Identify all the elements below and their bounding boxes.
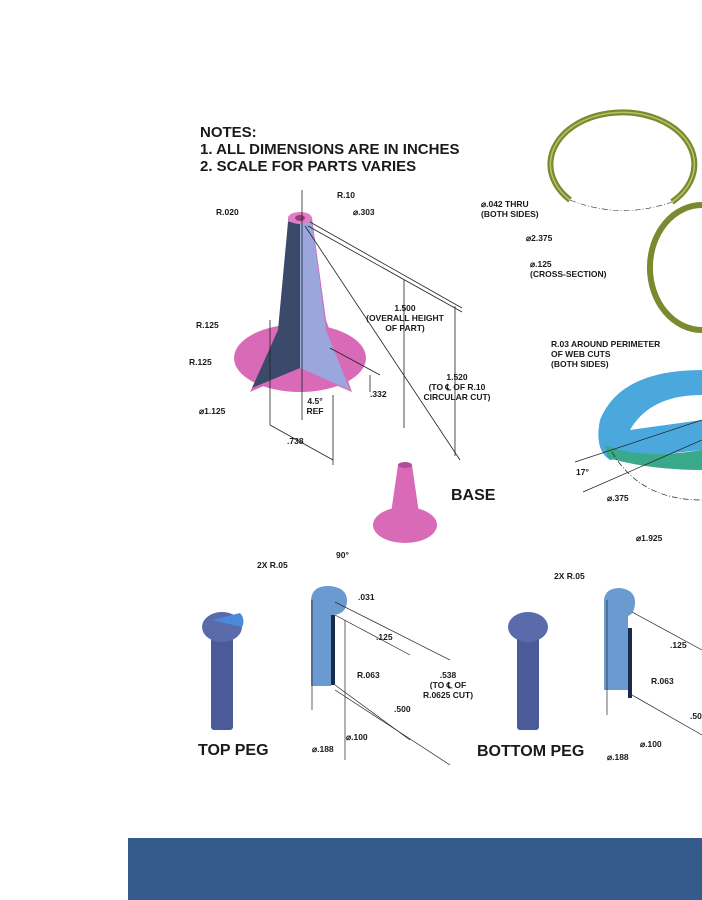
dim-angle: 4.5° REF (303, 396, 327, 416)
dim-2x-r05: 2X R.05 (554, 571, 585, 581)
dim-d100: ⌀.100 (640, 739, 662, 749)
dim-note: (BOTH SIDES) (551, 359, 609, 369)
dim-d100: ⌀.100 (346, 732, 368, 742)
base-label: BASE (451, 487, 496, 504)
dim-538: .538 (TO ℄ OF R.0625 CUT) (418, 670, 478, 700)
dim-note: (TO ℄ OF R.10 (428, 382, 486, 392)
dim-d2375: ⌀2.375 (526, 233, 553, 243)
bottom-peg-view (508, 588, 636, 730)
dim-d303: ⌀.303 (353, 207, 375, 217)
notes-title: NOTES: (200, 124, 257, 141)
dim-d125-cross: ⌀.125 (CROSS-SECTION) (530, 259, 607, 279)
top-peg-label: TOP PEG (198, 742, 269, 759)
peg-dimension-lines (311, 600, 702, 766)
wheel-view (574, 370, 702, 501)
dim-note: (BOTH SIDES) (481, 209, 539, 219)
dim-note: (OVERALL HEIGHT (366, 313, 444, 323)
dim-value: 1.500 (394, 303, 416, 313)
dim-r125b: R.125 (189, 357, 212, 367)
dim-d375: ⌀.375 (607, 493, 629, 503)
dim-500: .50 (690, 711, 702, 721)
dim-031: .031 (358, 592, 375, 602)
ring-view (547, 109, 702, 333)
dim-value: R.03 AROUND PERIMETER (551, 339, 661, 349)
dim-d188: ⌀.188 (312, 744, 334, 754)
dim-value: .538 (439, 670, 457, 680)
dim-r020: R.020 (216, 207, 239, 217)
dim-note: OF WEB CUTS (551, 349, 611, 359)
dim-note: CIRCULAR CUT) (423, 392, 491, 402)
dim-500: .500 (394, 704, 411, 714)
dim-r03: R.03 AROUND PERIMETER OF WEB CUTS (BOTH … (551, 339, 660, 369)
note-item: 1. ALL DIMENSIONS ARE IN INCHES (200, 141, 460, 158)
dim-overall-height: 1.500 (OVERALL HEIGHT OF PART) (355, 303, 455, 333)
dim-d188: ⌀.188 (607, 752, 629, 762)
base-section-view (234, 190, 463, 543)
dim-125: .125 (670, 640, 687, 650)
dim-d042: ⌀.042 THRU (BOTH SIDES) (481, 199, 539, 219)
dim-note: REF (306, 406, 324, 416)
dim-note: OF PART) (385, 323, 425, 333)
dim-17deg: 17° (576, 467, 589, 477)
dim-note: R.0625 CUT) (422, 690, 474, 700)
notes-block: NOTES: 1. ALL DIMENSIONS ARE IN INCHES 2… (200, 124, 459, 175)
note-item: 2. SCALE FOR PARTS VARIES (200, 158, 417, 175)
dim-r125a: R.125 (196, 320, 219, 330)
dim-738: .738 (287, 436, 304, 446)
dim-125: .125 (376, 632, 393, 642)
dim-2x-r05: 2X R.05 (257, 560, 288, 570)
dim-d1925: ⌀1.925 (636, 533, 663, 543)
footer-band (128, 838, 702, 900)
dim-value: ⌀.042 THRU (481, 199, 529, 209)
dim-r063: R.063 (651, 676, 674, 686)
dim-332: .332 (370, 389, 387, 399)
top-peg-view (202, 585, 348, 730)
dim-r10: R.10 (337, 190, 355, 200)
dim-r063: R.063 (357, 670, 380, 680)
dim-value: 1.520 (446, 372, 468, 382)
dim-value: 4.5° (307, 396, 323, 406)
dim-d1125: ⌀1.125 (199, 406, 226, 416)
base-iso-view (373, 507, 437, 543)
dim-value: ⌀.125 (530, 259, 552, 269)
dim-90deg: 90° (336, 550, 349, 560)
dim-note: (CROSS-SECTION) (530, 269, 607, 279)
bottom-peg-label: BOTTOM PEG (477, 743, 585, 760)
dim-note: (TO ℄ OF (429, 680, 467, 690)
dim-height-to-cut: 1.520 (TO ℄ OF R.10 CIRCULAR CUT) (412, 372, 502, 402)
